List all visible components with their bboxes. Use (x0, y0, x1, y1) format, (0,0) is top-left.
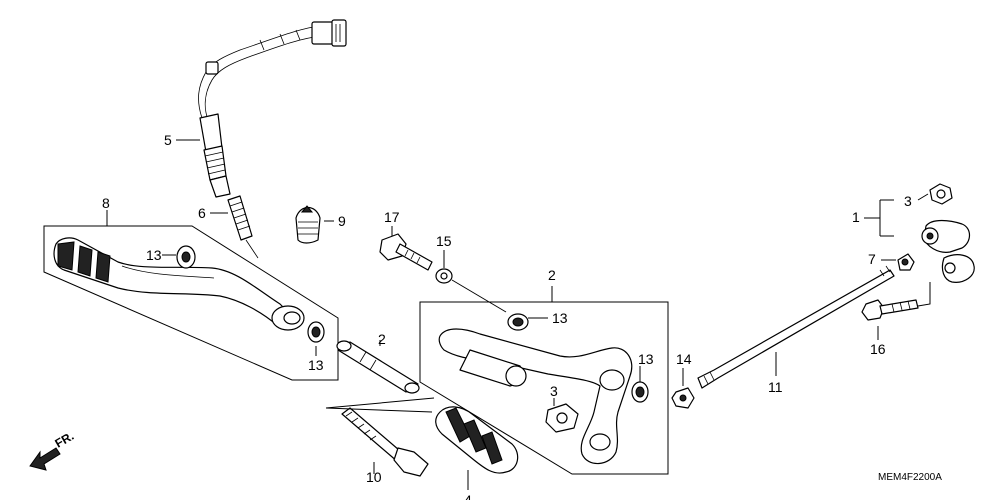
shift-arm-joint (921, 219, 975, 283)
leader-17-15 (451, 279, 507, 313)
callout-labels: 1 2 2 3 3 4 5 6 7 8 9 10 11 13 13 13 13 … (102, 132, 912, 500)
leader-16 (917, 282, 931, 307)
callout-10: 10 (366, 469, 382, 485)
washer-13-left-b (307, 321, 325, 343)
arrow-icon (29, 447, 61, 471)
direction-label: FR. (53, 429, 77, 451)
nut-7 (897, 253, 915, 271)
washer-13-box-b (631, 381, 649, 403)
diagram-code: MEM4F2200A (878, 472, 942, 483)
heel-pedal (438, 328, 633, 465)
callout-3-box: 3 (550, 383, 558, 399)
pivot-shaft (336, 340, 420, 394)
nut-14 (671, 387, 695, 409)
callout-2-shaft: 2 (378, 331, 386, 347)
callout-11: 11 (768, 379, 783, 395)
nut-3-box (545, 403, 579, 433)
nut-3-right (929, 183, 953, 205)
callout-17: 17 (384, 209, 400, 225)
pedal-assembly-box (43, 210, 339, 381)
front-direction-arrow: FR. (29, 429, 77, 471)
callout-13-box-a: 13 (552, 310, 568, 326)
callout-4: 4 (464, 492, 472, 500)
washer-13-box-a (507, 313, 529, 331)
bolt-16 (861, 299, 919, 321)
heel-pedal-box (419, 286, 669, 475)
leader-lines (162, 139, 929, 490)
bolt-17 (379, 233, 433, 271)
callout-3-right: 3 (904, 193, 912, 209)
callout-2-box: 2 (548, 267, 556, 283)
callout-13-left-a: 13 (146, 247, 162, 263)
callout-7: 7 (868, 251, 876, 267)
shift-rod (697, 265, 895, 389)
spring-pin (227, 195, 259, 259)
return-spring (295, 205, 321, 244)
washer-15 (435, 268, 453, 284)
gearshift-pedal (53, 237, 305, 331)
callout-1: 1 (852, 209, 860, 225)
harness-connector (311, 21, 335, 45)
sensor-harness (198, 19, 347, 198)
callout-13-box-b: 13 (638, 351, 654, 367)
callout-5: 5 (164, 132, 172, 148)
callout-13-left-b: 13 (308, 357, 324, 373)
bracket-1 (864, 199, 894, 237)
foot-peg-rubber (435, 406, 519, 474)
callout-14: 14 (676, 351, 692, 367)
callout-9: 9 (338, 213, 346, 229)
leader-pair (325, 397, 435, 413)
callout-8: 8 (102, 195, 110, 211)
callout-15: 15 (436, 233, 452, 249)
callout-16: 16 (870, 341, 886, 357)
callout-6: 6 (198, 205, 206, 221)
washer-13-left-a (176, 245, 196, 269)
pivot-bolt (341, 407, 429, 477)
